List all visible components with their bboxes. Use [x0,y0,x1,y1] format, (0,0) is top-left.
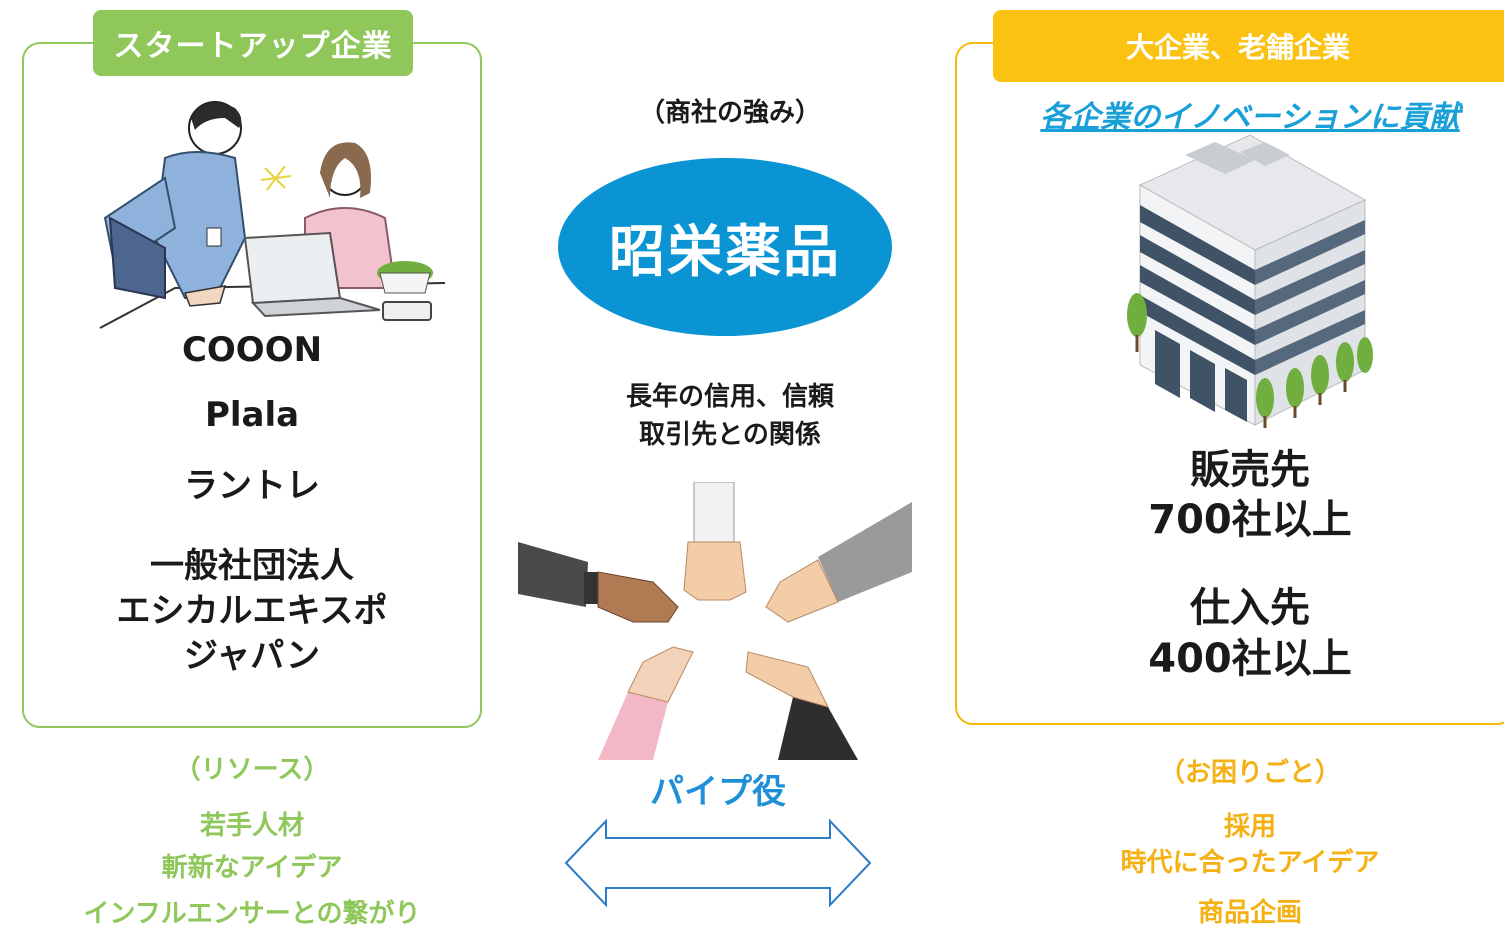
startup-org-line-2: エシカルエキスポ [116,591,388,631]
supplier-count: 400社以上 [1148,636,1352,682]
pipe-label: パイプ役 [650,772,786,812]
innovation-contribution-text: 各企業のイノベーションに貢献 [1040,100,1460,135]
joined-hands-illustration [518,482,912,760]
startup-company-3: ラントレ [184,466,320,506]
strength-caption: （商社の強み） [638,98,821,128]
problem-item-1: 採用 [1223,812,1276,842]
problem-item-3: 商品企画 [1197,898,1302,928]
office-workers-illustration [99,101,446,329]
sales-count: 700社以上 [1148,497,1352,543]
resource-item-3: インフルエンサーとの繋がり [83,899,421,929]
double-arrow-icon [564,818,872,908]
resources-title: （リソース） [174,755,330,785]
enterprise-tag: 大企業、老舗企業 [993,10,1504,82]
startup-tag: スタートアップ企業 [93,10,413,76]
strength-line-1: 長年の信用、信頼 [625,382,834,412]
office-building-icon [1127,134,1373,428]
resource-item-1: 若手人材 [199,811,304,841]
problem-item-2: 時代に合ったアイデア [1120,848,1380,878]
strength-line-2: 取引先との関係 [639,420,821,450]
startup-org-line-1: 一般社団法人 [150,546,354,586]
supplier-label: 仕入先 [1190,585,1310,631]
resource-item-2: 斬新なアイデア [161,853,343,883]
startup-company-2: Plala [204,395,300,435]
startup-company-1: COOON [181,330,323,370]
sales-label: 販売先 [1190,447,1310,493]
company-oval: 昭栄薬品 [558,158,892,336]
startup-org-line-3: ジャパン [184,636,320,676]
problems-title: （お困りごと） [1158,758,1341,788]
